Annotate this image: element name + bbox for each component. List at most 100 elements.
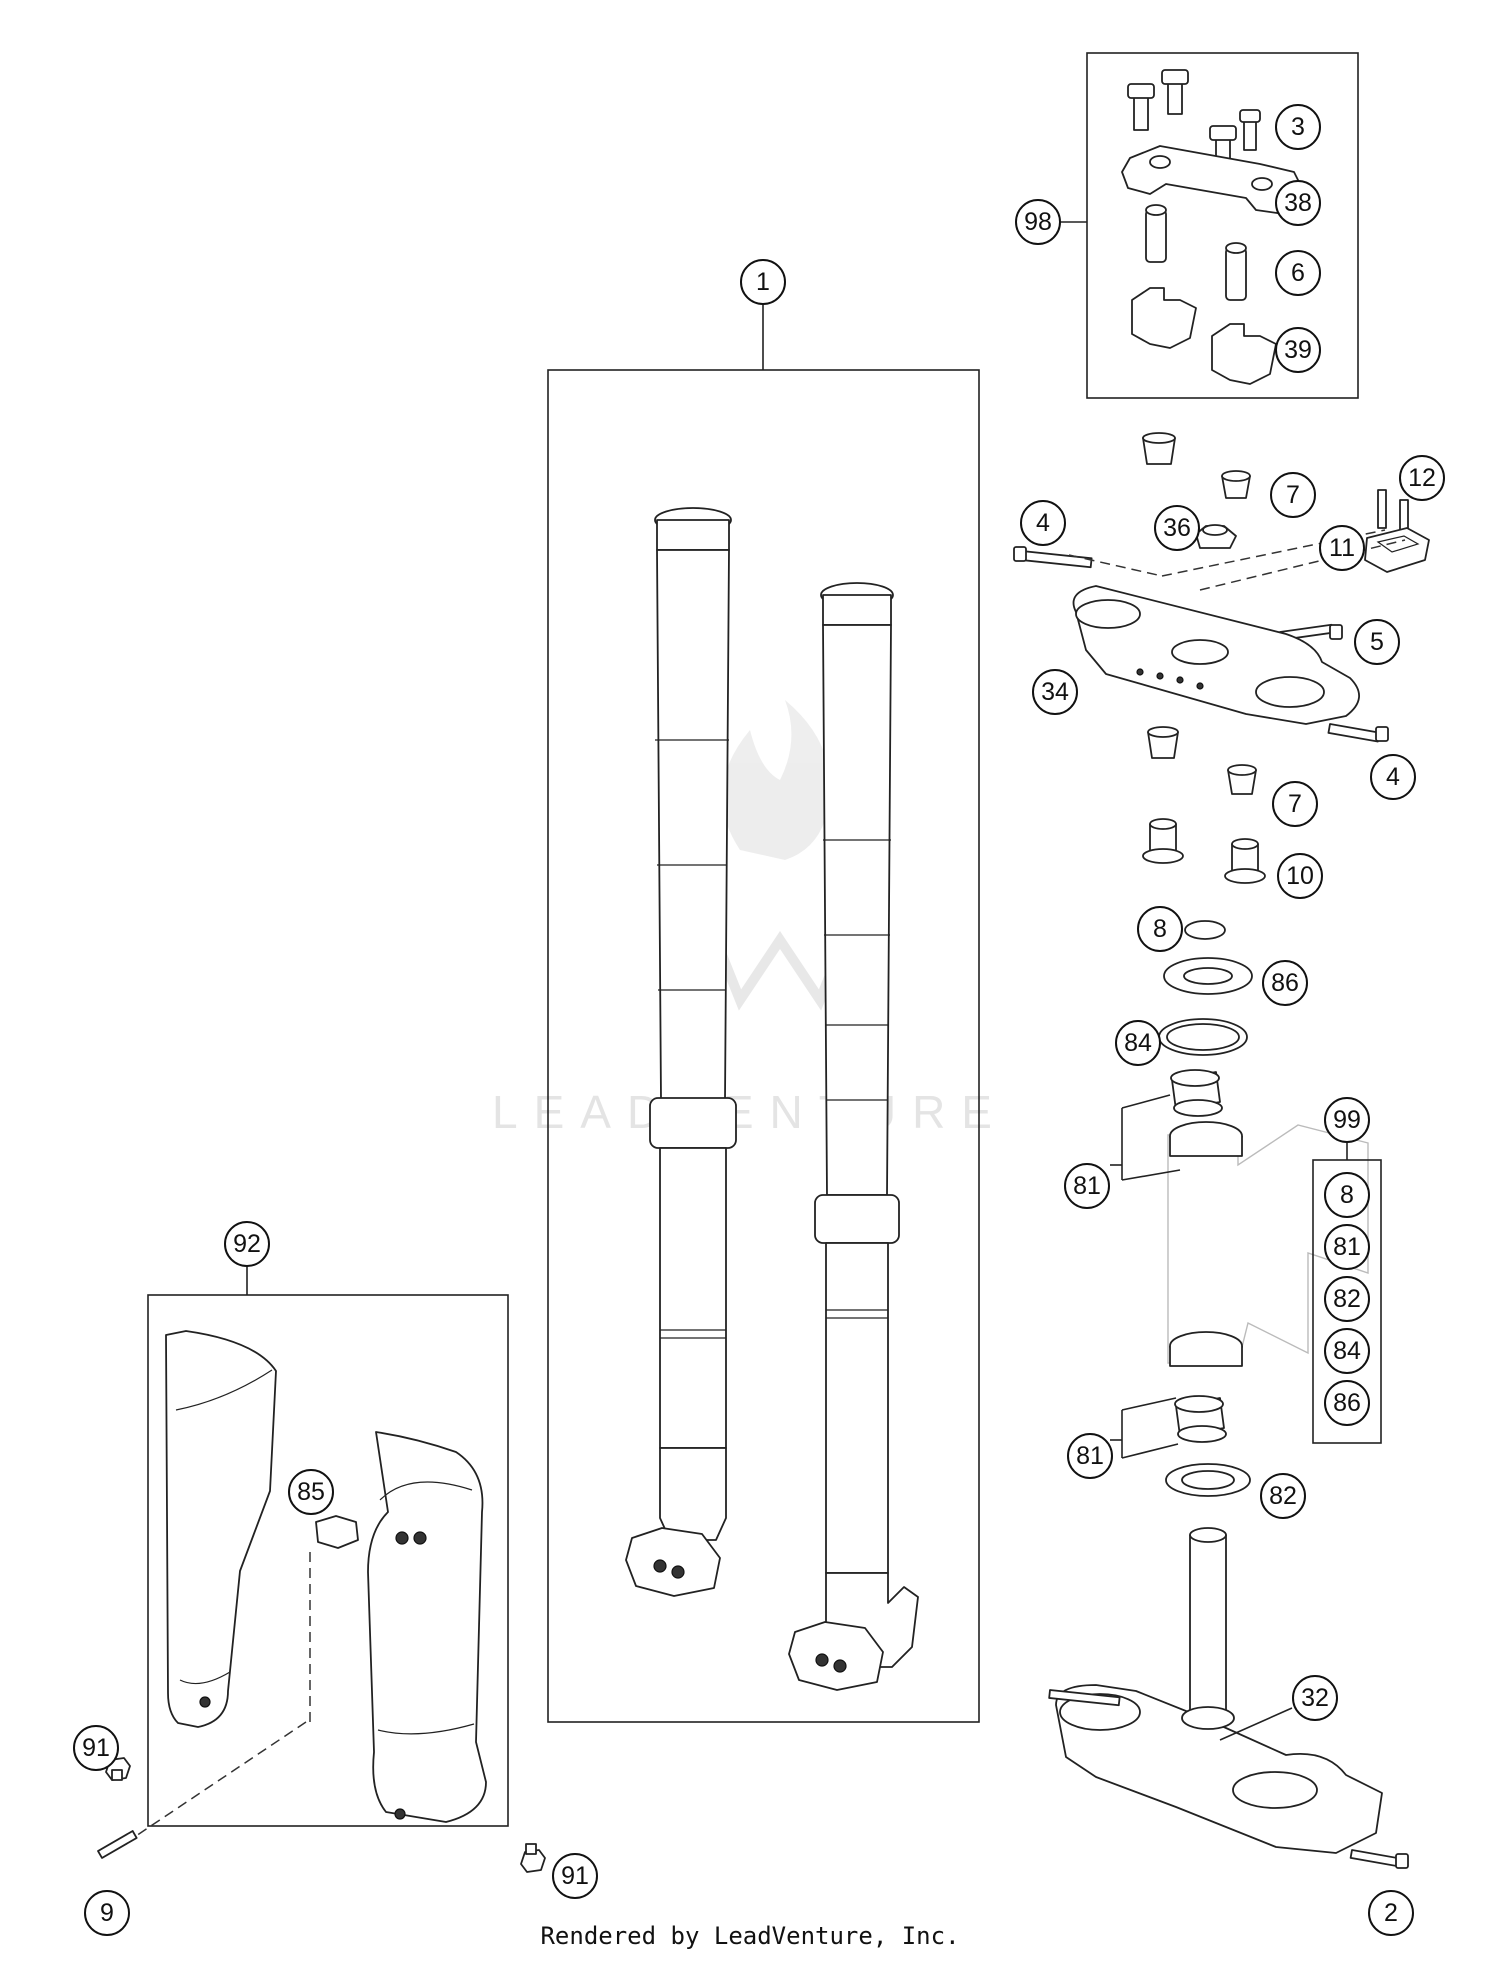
footer-credit: Rendered by LeadVenture, Inc. [540, 1922, 960, 1950]
o-ring-part [1184, 920, 1226, 940]
svg-text:34: 34 [1041, 678, 1069, 706]
clamp-bridge-part [1121, 145, 1305, 215]
callout-86: 86 [1262, 960, 1308, 1006]
lower-triple-clamp-part [1048, 1527, 1409, 1869]
svg-text:86: 86 [1271, 969, 1299, 997]
fork-leg-left-part [625, 507, 737, 1597]
svg-text:8: 8 [1153, 915, 1167, 943]
svg-text:92: 92 [233, 1230, 261, 1258]
callout-91: 91 [552, 1853, 598, 1899]
dust-seal-part [1158, 1018, 1248, 1056]
svg-text:36: 36 [1163, 514, 1191, 542]
bearing-upper-part [1170, 1069, 1223, 1117]
svg-text:91: 91 [82, 1734, 110, 1762]
seal-ring-part [1163, 957, 1253, 995]
kit-99-item: 82 [1324, 1276, 1370, 1322]
sleeve-part [1145, 204, 1247, 301]
fork-guard-left-part [165, 1330, 277, 1728]
callout-12: 12 [1399, 455, 1445, 501]
fork-guard-right-part [367, 1431, 487, 1823]
callout-98: 98 [1015, 199, 1061, 245]
svg-text:82: 82 [1269, 1482, 1297, 1510]
clamp-base-part [1131, 287, 1277, 385]
bushing-flanged-part [1142, 818, 1266, 884]
callout-38: 38 [1275, 180, 1321, 226]
callout-6: 6 [1275, 250, 1321, 296]
svg-text:11: 11 [1329, 534, 1355, 562]
svg-text:4: 4 [1386, 763, 1400, 791]
kit-99-item: 86 [1324, 1380, 1370, 1426]
callout-11: 11 [1319, 525, 1365, 571]
leadventure-watermark: LEADVENTURE [492, 700, 1008, 1138]
callout-36: 36 [1154, 505, 1200, 551]
bolt-part [1127, 69, 1261, 169]
svg-text:81: 81 [1076, 1442, 1104, 1470]
svg-text:8: 8 [1340, 1181, 1354, 1209]
svg-text:82: 82 [1333, 1285, 1361, 1313]
svg-text:84: 84 [1333, 1337, 1361, 1365]
svg-text:86: 86 [1333, 1389, 1361, 1417]
lower-seal-part [1165, 1463, 1251, 1497]
svg-text:98: 98 [1024, 208, 1052, 236]
callout-34: 34 [1032, 669, 1078, 715]
bearing-lower-part [1174, 1395, 1227, 1443]
callout-84: 84 [1115, 1020, 1161, 1066]
svg-text:99: 99 [1333, 1106, 1361, 1134]
callout-4: 4 [1020, 500, 1066, 546]
callout-3: 3 [1275, 104, 1321, 150]
steering-head-ghost [1167, 1121, 1369, 1367]
svg-text:32: 32 [1301, 1684, 1329, 1712]
svg-text:91: 91 [561, 1862, 589, 1890]
center-nut-part [1195, 524, 1237, 549]
svg-text:3: 3 [1291, 113, 1305, 141]
callout-92: 92 [224, 1221, 270, 1267]
svg-text:81: 81 [1073, 1172, 1101, 1200]
callout-81: 81 [1067, 1433, 1113, 1479]
kit-1-box [547, 369, 980, 1723]
fork-leg-right-part [788, 582, 919, 1691]
svg-text:7: 7 [1288, 790, 1302, 818]
svg-text:2: 2 [1384, 1899, 1398, 1927]
callout-32: 32 [1292, 1675, 1338, 1721]
kit-98-box [1086, 52, 1359, 399]
kit-99-item: 81 [1324, 1224, 1370, 1270]
callout-4: 4 [1370, 754, 1416, 800]
svg-text:9: 9 [100, 1899, 114, 1927]
bolt-part [1013, 489, 1409, 743]
callout-7: 7 [1272, 781, 1318, 827]
clip-part [315, 1515, 359, 1549]
plate-part [1364, 527, 1430, 573]
callout-91: 91 [73, 1725, 119, 1771]
callout-1: 1 [740, 259, 786, 305]
callout-81: 81 [1064, 1163, 1110, 1209]
callout-5: 5 [1354, 619, 1400, 665]
svg-text:39: 39 [1284, 336, 1312, 364]
svg-text:85: 85 [297, 1478, 325, 1506]
svg-text:6: 6 [1291, 259, 1305, 287]
callout-7: 7 [1270, 472, 1316, 518]
callout-82: 82 [1260, 1473, 1306, 1519]
upper-triple-clamp-part [1072, 585, 1360, 725]
callout-39: 39 [1275, 327, 1321, 373]
callout-8: 8 [1137, 906, 1183, 952]
svg-text:7: 7 [1286, 481, 1300, 509]
kit-99-item: 84 [1324, 1328, 1370, 1374]
svg-text:5: 5 [1370, 628, 1384, 656]
svg-text:38: 38 [1284, 189, 1312, 217]
svg-text:84: 84 [1124, 1029, 1152, 1057]
kit-92-box [147, 1294, 509, 1827]
callout-10: 10 [1277, 853, 1323, 899]
svg-text:4: 4 [1036, 509, 1050, 537]
kit-99-item: 8 [1324, 1172, 1370, 1218]
callout-99: 99 [1324, 1097, 1370, 1143]
callout-2: 2 [1368, 1890, 1414, 1936]
callout-9: 9 [84, 1890, 130, 1936]
svg-text:1: 1 [756, 268, 770, 296]
watermark-text: LEADVENTURE [492, 1086, 1008, 1138]
svg-text:12: 12 [1408, 464, 1436, 492]
svg-text:81: 81 [1333, 1233, 1361, 1261]
kit-99-item-list: 8 81 82 84 86 [1324, 1172, 1370, 1426]
callout-85: 85 [288, 1469, 334, 1515]
rubber-bushing-part [1142, 432, 1257, 795]
